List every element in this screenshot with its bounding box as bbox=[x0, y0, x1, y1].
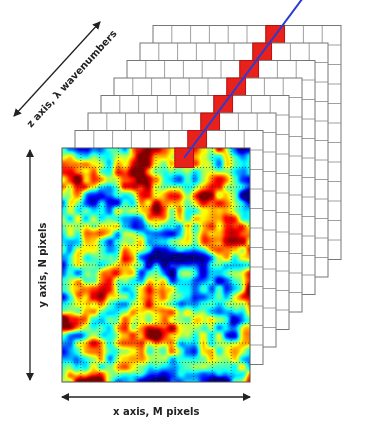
y-axis-arrow bbox=[29, 150, 30, 380]
front-frame bbox=[62, 148, 250, 382]
y-axis-label: y axis, N pixels bbox=[38, 223, 48, 308]
x-axis-arrow bbox=[62, 396, 250, 397]
x-axis-label: x axis, M pixels bbox=[113, 407, 199, 417]
front-grid bbox=[62, 148, 250, 382]
spectrum-ray bbox=[184, 0, 341, 158]
